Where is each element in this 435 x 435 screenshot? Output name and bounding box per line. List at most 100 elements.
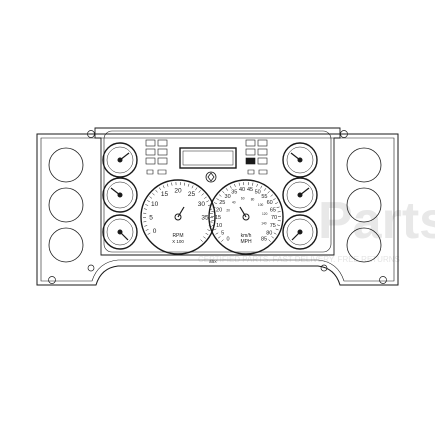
tick-mark: [213, 202, 218, 205]
tick-mark: [144, 225, 148, 227]
tick-mark: [152, 193, 155, 196]
watermark-swoosh: [10, 160, 70, 280]
speedometer-mph-label: 5: [221, 230, 224, 236]
tick-mark: [211, 211, 215, 213]
speedometer-mph-label: 35: [231, 190, 237, 196]
tick-mark: [218, 236, 221, 239]
tick-mark: [268, 239, 271, 242]
seatbelt-warning-icon: [247, 169, 255, 175]
tick-mark: [143, 208, 147, 210]
speedometer-kmh-label: 100: [258, 203, 264, 207]
tachometer-needle: [177, 206, 185, 218]
tick-mark: [155, 189, 158, 193]
tick-mark: [275, 228, 279, 231]
speedometer-mph-label: 50: [255, 190, 261, 196]
tick-mark: [207, 229, 211, 232]
tick-mark: [277, 211, 281, 213]
screw-icon: [340, 130, 348, 138]
speedometer-mph-label: 20: [216, 207, 222, 213]
speedometer-mph-label: 0: [226, 236, 229, 242]
tachometer-tick-label: 10: [151, 201, 159, 208]
speedometer-mph-label: 80: [266, 230, 272, 236]
cluster-inner-outline: [40, 137, 395, 282]
screw-icon: [320, 264, 328, 272]
tick-mark: [166, 183, 169, 187]
gauge-housing: [94, 127, 341, 256]
watermark-tagline: CERTIFIED PARTS. FAST DELIVERY. FREE RET…: [198, 255, 400, 264]
watermark: Parts CERTIFIED PARTS. FAST DELIVERY. FR…: [10, 160, 435, 280]
tick-mark: [198, 190, 201, 193]
tick-mark: [270, 194, 274, 197]
tick-mark: [171, 182, 173, 186]
brand-badge-icon: [205, 171, 217, 183]
speedometer-face: [208, 179, 284, 255]
tick-mark: [273, 232, 277, 235]
small-gauge-right-mid: [282, 177, 318, 213]
tick-mark: [263, 188, 267, 191]
speedometer-kmh-label: 120: [262, 212, 268, 216]
switch-blank-left-3: [48, 227, 84, 263]
tick-mark: [205, 232, 209, 235]
tick-mark: [149, 196, 153, 199]
speedometer-unit-bottom: MPH: [240, 239, 252, 245]
speedometer-kmh-label: 80: [251, 197, 255, 201]
tick-mark: [204, 196, 207, 199]
speedometer-unit-top: km/h: [241, 233, 252, 239]
tick-mark: [234, 183, 236, 187]
tick-mark: [272, 198, 276, 201]
tachometer-tick-label: 30: [198, 201, 206, 208]
warning-lights-right: [245, 139, 268, 175]
switch-blank-right-2: [346, 187, 382, 223]
speedometer-mph-label: 65: [270, 207, 276, 213]
speedometer-mph-label: 55: [261, 194, 267, 200]
speedometer-kmh-label: 140: [261, 222, 267, 226]
small-gauge-right-top: [282, 142, 318, 178]
speedometer-kmh-label: 40: [232, 201, 236, 205]
speedometer-mph-label: 40: [239, 187, 245, 193]
tick-mark: [213, 228, 217, 231]
tick-mark: [225, 188, 229, 191]
warning-lights-left: [145, 139, 168, 175]
tick-mark: [200, 239, 203, 242]
tick-mark: [145, 229, 149, 231]
speedometer-mph-label: 75: [270, 223, 276, 229]
tick-mark: [256, 183, 258, 187]
tachometer-multiplier-label: X 100: [172, 239, 184, 244]
tick-mark: [271, 236, 274, 239]
speedometer-mph-label: 45: [247, 187, 253, 193]
tick-mark: [143, 221, 147, 223]
tick-mark: [201, 193, 204, 196]
tick-mark: [216, 198, 220, 201]
tachometer-tick-label: 25: [188, 191, 196, 198]
switch-blank-right-1: [346, 147, 382, 183]
small-gauge-left-mid: [102, 177, 138, 213]
speedometer-mph-label: 15: [215, 215, 221, 221]
tick-mark: [212, 206, 216, 209]
screw-icon: [87, 130, 95, 138]
tachometer-tick-label: 15: [161, 191, 169, 198]
tick-mark: [229, 185, 232, 189]
watermark-text: Parts: [318, 192, 435, 250]
engine-warning-icon: [146, 169, 154, 175]
tachometer-unit-label: RPM: [172, 233, 183, 239]
tick-mark: [218, 194, 222, 197]
tick-mark: [212, 224, 216, 226]
tick-mark: [221, 239, 224, 242]
tachometer-face: [140, 179, 216, 255]
switch-blank-left-2: [48, 187, 84, 223]
tachometer-tick-label: 20: [174, 187, 182, 194]
tick-mark: [158, 187, 162, 191]
tick-mark: [187, 183, 190, 187]
tick-mark: [274, 202, 279, 205]
tick-mark: [276, 224, 280, 226]
tachometer-tick-label: 5: [149, 214, 153, 221]
tick-mark: [195, 187, 198, 191]
cluster-bezel-outline: [36, 133, 399, 286]
switch-blank-left-1: [48, 147, 84, 183]
speedometer-mph-label: 60: [267, 200, 273, 206]
